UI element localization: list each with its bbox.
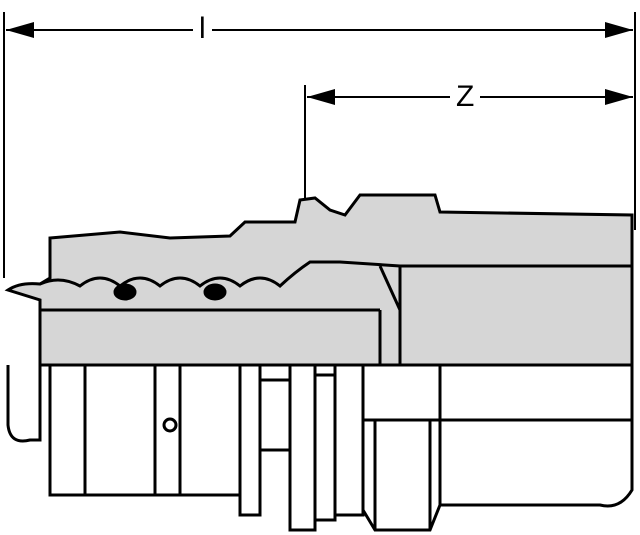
dimension-l-label: l: [193, 14, 212, 44]
dimension-l: [3, 12, 636, 278]
dimension-z-label: Z: [450, 82, 481, 112]
fitting-exterior: [6, 363, 634, 532]
fitting-section: [4, 193, 634, 367]
